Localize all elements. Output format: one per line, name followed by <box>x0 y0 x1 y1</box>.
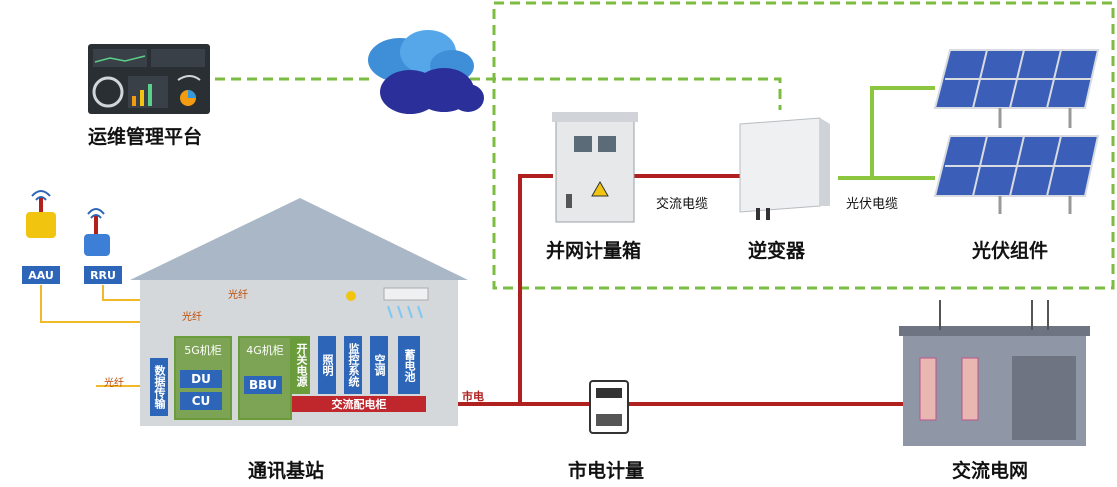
pv-system-boundary <box>492 1 1115 290</box>
lighting-rack: 照明 <box>318 336 336 394</box>
aau-tag: AAU <box>22 266 60 284</box>
antenna-4g-icon <box>84 208 110 256</box>
ac-grid-label: 交流电网 <box>952 460 1029 482</box>
du-cell: DU <box>180 370 222 388</box>
ops-platform-monitor-icon <box>88 44 210 114</box>
utility-power-label: 市电 <box>462 390 484 403</box>
network-link-dashed <box>215 77 782 110</box>
pv-cable-label: 光伏电缆 <box>846 197 899 212</box>
fiber-label-3: 光纤 <box>104 378 124 389</box>
pv-array-label: 光伏组件 <box>972 240 1049 262</box>
battery-rack: 蓄电池 <box>398 336 420 394</box>
ac-cabinet-bar: 交流配电柜 <box>292 396 426 412</box>
antenna-5g-icon <box>26 190 56 238</box>
inverter-label: 逆变器 <box>748 240 806 262</box>
fiber-label-1: 光纤 <box>228 290 248 301</box>
base-station-label: 通讯基站 <box>248 460 325 482</box>
pv-panel-bottom-icon <box>933 135 1100 214</box>
ac-cable-label: 交流电缆 <box>656 197 709 212</box>
cu-cell: CU <box>180 392 222 410</box>
utility-meter-label: 市电计量 <box>568 460 645 482</box>
ac-unit-rack: 空调 <box>370 336 388 394</box>
utility-meter-icon <box>589 380 629 434</box>
rru-tag: RRU <box>84 266 122 284</box>
grid-meter-box-icon <box>552 112 638 223</box>
cloud-icon <box>368 30 484 114</box>
monitor-system-rack: 监控系统 <box>344 336 362 394</box>
utility-line <box>427 174 903 406</box>
substation-icon <box>899 300 1090 446</box>
data-transfer-rack: 数据传输 <box>150 358 168 416</box>
ops-platform-label: 运维管理平台 <box>88 126 203 148</box>
grid-meter-box-label: 并网计量箱 <box>546 240 642 262</box>
fiber-label-2: 光纤 <box>182 312 202 323</box>
bbu-cell: BBU <box>244 376 282 394</box>
pv-cable-line <box>838 86 935 180</box>
cabinet-4g-title: 4G机柜 <box>246 344 284 357</box>
inverter-icon <box>739 117 830 220</box>
switch-power-rack: 开关电源 <box>292 336 310 394</box>
cabinet-5g-title: 5G机柜 <box>184 344 222 357</box>
pv-panel-top-icon <box>933 49 1100 128</box>
